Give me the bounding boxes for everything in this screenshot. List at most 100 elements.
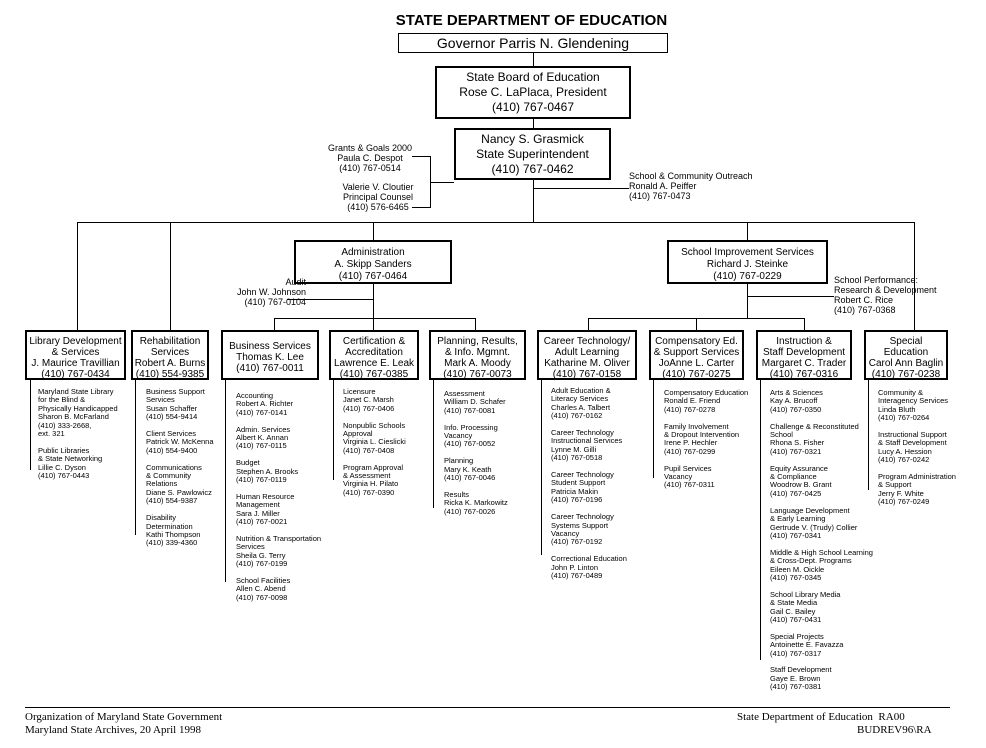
administration-phone: (410) 767-0464: [338, 271, 408, 282]
subunits-planning: Assessment William D. Schafer (410) 767-…: [444, 389, 508, 516]
superintendent-name: Nancy S. Grasmick: [481, 132, 584, 146]
division-phone: (410) 767-0316: [769, 369, 839, 380]
footer-rule: [25, 707, 950, 708]
division-title: Compensatory Ed.: [655, 336, 738, 347]
connector: [914, 222, 915, 330]
connector: [533, 119, 534, 128]
superintendent-phone: (410) 767-0462: [491, 162, 574, 176]
division-head: Mark A. Moody: [444, 358, 511, 369]
division-business: Business Services Thomas K. Lee (410) 76…: [221, 330, 319, 380]
division-title: Rehabilitation: [139, 336, 201, 347]
connector: [747, 296, 834, 297]
connector: [696, 318, 697, 330]
connector: [760, 380, 761, 660]
division-phone: (410) 767-0275: [662, 369, 731, 380]
governor-box: Governor Parris N. Glendening: [398, 33, 668, 53]
division-title: & Support Services: [653, 347, 740, 358]
chart-title: STATE DEPARTMENT OF EDUCATION: [395, 12, 668, 29]
subunits-business: Accounting Robert A. Richter (410) 767-0…: [236, 391, 322, 602]
connector: [77, 222, 78, 330]
connector: [373, 222, 374, 240]
connector: [804, 318, 805, 330]
division-rehabilitation: Rehabilitation Services Robert A. Burns …: [131, 330, 209, 380]
division-special-education: Special Education Carol Ann Baglin (410)…: [864, 330, 948, 380]
division-head: Carol Ann Baglin: [868, 358, 944, 369]
subunits-certification: Licensure Janet C. Marsh (410) 767-0406 …: [343, 387, 406, 497]
improvement-phone: (410) 767-0229: [713, 271, 782, 282]
board-box: State Board of Education Rose C. LaPlaca…: [435, 66, 631, 119]
division-head: Lawrence E. Leak: [333, 358, 415, 369]
division-career: Career Technology/ Adult Learning Kathar…: [537, 330, 637, 380]
board-president: Rose C. LaPlaca, President: [459, 85, 607, 99]
division-title: Adult Learning: [554, 347, 620, 358]
division-head: Katharine M. Oliver: [544, 358, 630, 369]
division-phone: (410) 554-9385: [135, 369, 205, 380]
division-title: Planning, Results,: [437, 336, 518, 347]
connector: [225, 380, 226, 582]
division-instruction: Instruction & Staff Development Margaret…: [756, 330, 852, 380]
connector: [430, 182, 454, 183]
connector: [287, 299, 373, 300]
superintendent-box: Nancy S. Grasmick State Superintendent (…: [454, 128, 611, 180]
administration-box: Administration A. Skipp Sanders (410) 76…: [294, 240, 452, 284]
division-title: Library Development: [29, 336, 122, 347]
division-title: Instruction &: [776, 336, 832, 347]
connector: [412, 207, 430, 208]
division-planning: Planning, Results, & Info. Mgmnt. Mark A…: [429, 330, 526, 380]
footer-right-line2: BUDREV96\RA: [857, 724, 932, 736]
connector: [541, 380, 542, 555]
connector: [274, 318, 275, 330]
governor-name: Governor Parris N. Glendening: [436, 35, 630, 51]
board-phone: (410) 767-0467: [491, 100, 575, 114]
connector: [533, 180, 534, 222]
division-title: & Services: [51, 347, 100, 358]
division-library: Library Development & Services J. Mauric…: [25, 330, 126, 380]
improvement-box: School Improvement Services Richard J. S…: [667, 240, 828, 284]
connector: [533, 53, 534, 66]
subunits-compensatory: Compensatory Education Ronald E. Friend …: [664, 388, 749, 490]
division-title: Staff Development: [762, 347, 846, 358]
connector: [588, 318, 589, 330]
connector: [170, 222, 171, 330]
grants-office: Grants & Goals 2000 Paula C. Despot (410…: [327, 143, 413, 173]
connector: [274, 318, 475, 319]
connector: [747, 222, 748, 240]
subunits-special-education: Community & Interagency Services Linda B…: [878, 388, 956, 507]
division-title: Business Services: [229, 341, 311, 352]
outreach-office: School & Community Outreach Ronald A. Pe…: [629, 171, 753, 201]
connector: [433, 380, 434, 508]
performance-office: School Performance: Research & Developme…: [834, 275, 937, 315]
division-title: & Info. Mgmnt.: [444, 347, 511, 358]
division-title: Special: [889, 336, 923, 347]
superintendent-title: State Superintendent: [476, 147, 589, 161]
division-head: Thomas K. Lee: [236, 352, 304, 363]
audit-office: Audit John W. Johnson (410) 767-0104: [236, 277, 306, 307]
division-certification: Certification & Accreditation Lawrence E…: [329, 330, 419, 380]
subunits-library: Maryland State Library for the Blind & P…: [38, 387, 118, 481]
division-title: Education: [883, 347, 929, 358]
connector: [373, 284, 374, 318]
connector: [30, 380, 31, 470]
division-title: Career Technology/: [543, 336, 631, 347]
counsel-office: Valerie V. Cloutier Principal Counsel (4…: [342, 182, 414, 212]
administration-title: Administration: [341, 247, 405, 258]
connector: [653, 380, 654, 478]
connector: [77, 222, 914, 223]
connector: [412, 156, 430, 157]
division-compensatory: Compensatory Ed. & Support Services JoAn…: [649, 330, 744, 380]
division-phone: (410) 767-0434: [41, 369, 110, 380]
division-head: JoAnne L. Carter: [658, 358, 735, 369]
connector: [333, 380, 334, 480]
administration-head: A. Skipp Sanders: [334, 259, 412, 270]
connector: [475, 318, 476, 330]
division-phone: (410) 767-0238: [871, 369, 941, 380]
division-title: Services: [150, 347, 190, 358]
connector: [135, 380, 136, 535]
improvement-title: School Improvement Services: [681, 247, 814, 258]
footer-left: Organization of Maryland State Governmen…: [25, 711, 223, 736]
connector: [373, 318, 374, 330]
division-head: Robert A. Burns: [134, 358, 206, 369]
division-title: Accreditation: [345, 347, 403, 358]
subunits-instruction: Arts & Sciences Kay A. Brucoff (410) 767…: [770, 388, 873, 692]
division-title: Certification &: [342, 336, 406, 347]
